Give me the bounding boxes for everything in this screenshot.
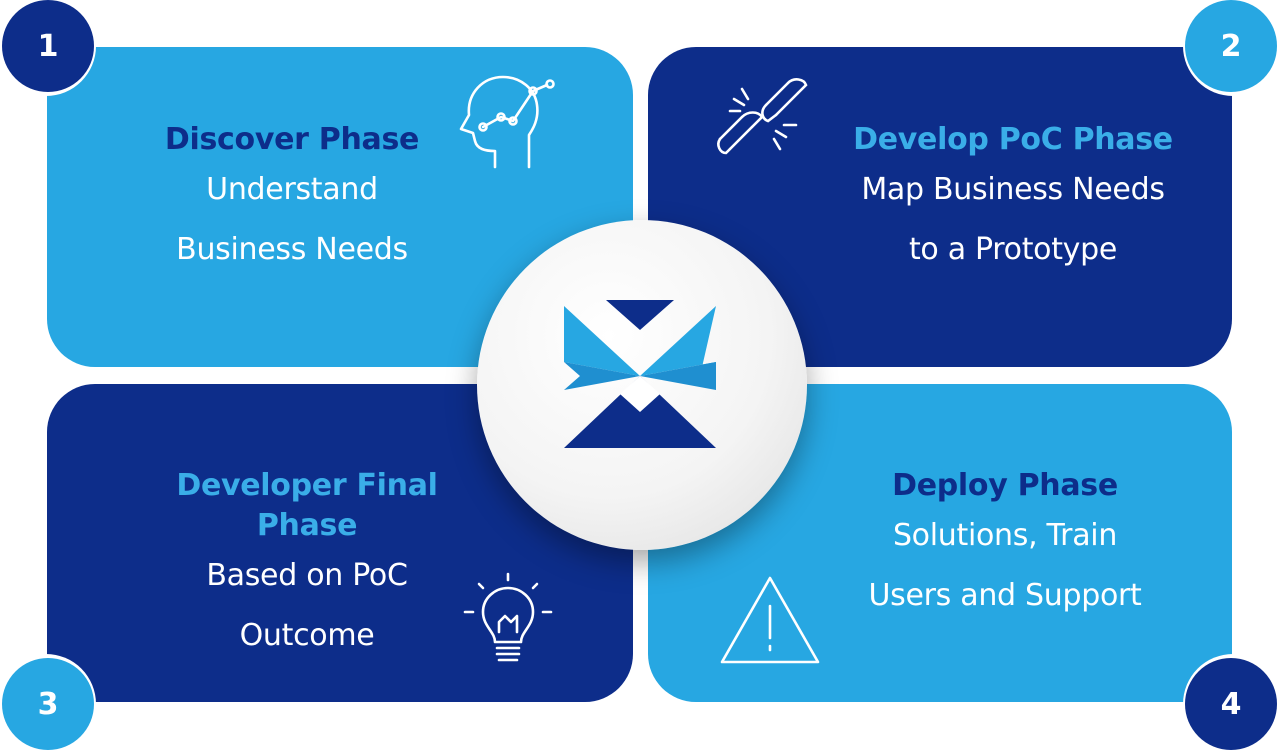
phase-text: Discover Phase Understand Business Needs — [107, 120, 477, 280]
phase-description-line: to a Prototype — [908, 232, 1118, 267]
head-growth-icon — [459, 75, 555, 169]
phase-description-line: Understand — [206, 172, 378, 207]
phase-title: Developer Final Phase — [176, 468, 438, 543]
x-logo-icon — [564, 300, 716, 448]
lightbulb-icon — [463, 572, 553, 662]
phase-number-1: 1 — [2, 0, 94, 92]
phase-number-4: 4 — [1185, 658, 1277, 750]
phase-description-line: Business Needs — [176, 232, 408, 267]
broken-chain-icon — [717, 78, 808, 155]
phase-text: Develop PoC Phase Map Business Needs to … — [828, 120, 1198, 280]
phase-card-developer-final: Developer Final Phase Based on PoC Outco… — [47, 384, 633, 702]
phase-description-line: Solutions, Train — [892, 518, 1118, 553]
warning-triangle-icon — [720, 576, 820, 664]
phase-description-line: Based on PoC — [206, 558, 408, 593]
phase-description-line: Outcome — [239, 618, 375, 653]
phase-title: Deploy Phase — [892, 468, 1118, 503]
phase-text: Developer Final Phase Based on PoC Outco… — [122, 466, 492, 666]
phase-description-line: Map Business Needs — [861, 172, 1165, 207]
phase-title: Develop PoC Phase — [853, 122, 1173, 157]
phase-card-discover: Discover Phase Understand Business Needs — [47, 47, 633, 367]
phase-number-2: 2 — [1185, 0, 1277, 92]
phase-description-line: Users and Support — [868, 578, 1142, 613]
phase-title: Discover Phase — [164, 122, 420, 157]
phase-number-3: 3 — [2, 658, 94, 750]
phase-text: Deploy Phase Solutions, Train Users and … — [820, 466, 1190, 626]
